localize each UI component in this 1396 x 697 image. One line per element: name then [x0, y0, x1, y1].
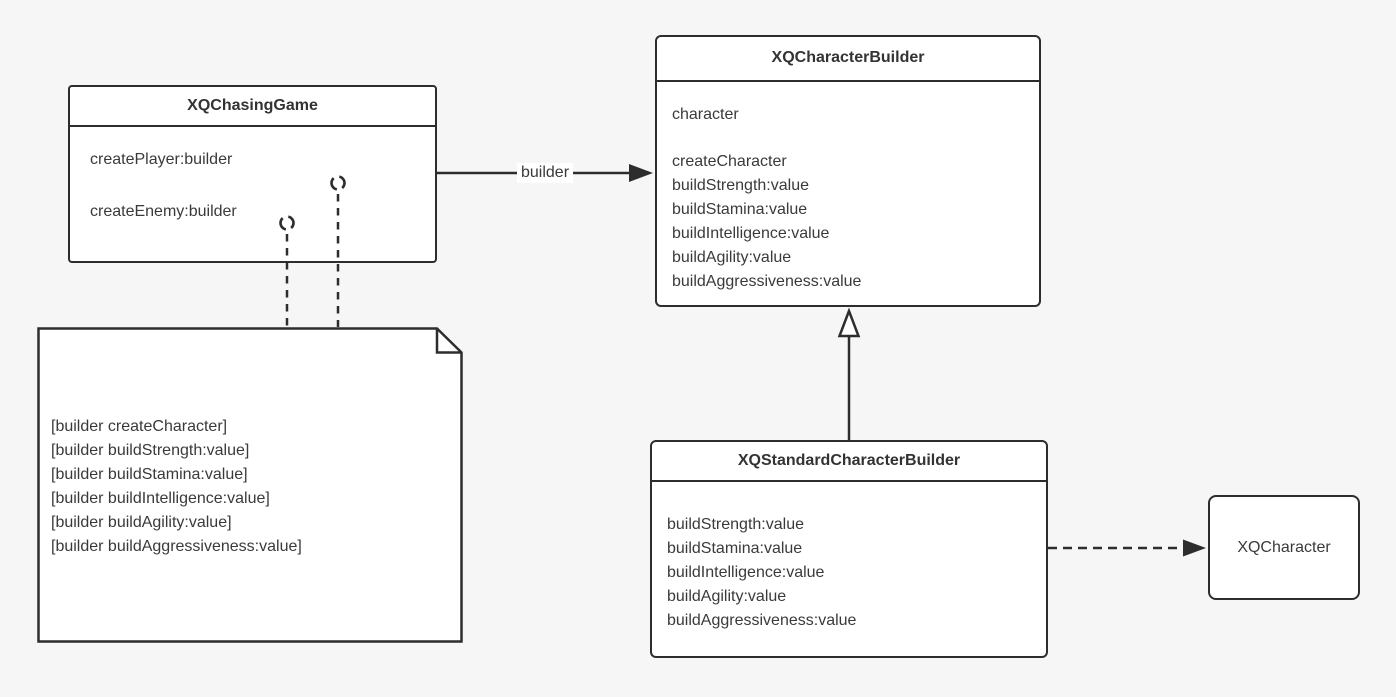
inheritance-arrow: [837, 307, 861, 440]
note-line: [builder buildAgility:value]: [51, 514, 232, 531]
method-item: buildIntelligence:value: [667, 564, 825, 581]
method-item: buildStrength:value: [672, 177, 809, 194]
note-fold-corner-icon: [435, 328, 462, 354]
note-line: [builder buildIntelligence:value]: [51, 490, 270, 507]
filled-arrowhead-icon: [1183, 539, 1206, 557]
method-item: buildStrength:value: [667, 516, 804, 533]
method-createplayer: createPlayer:builder: [90, 151, 233, 168]
note-line: [builder buildStrength:value]: [51, 442, 250, 459]
method-createenemy: createEnemy:builder: [90, 203, 237, 220]
method-item: buildAgility:value: [667, 588, 787, 605]
dependency-arrow: [1048, 539, 1206, 557]
method-list: buildStrength:value buildStamina:value b…: [667, 513, 856, 633]
method-item: buildIntelligence:value: [672, 225, 830, 242]
class-title: XQChasingGame: [70, 87, 435, 127]
association-label: builder: [516, 163, 574, 183]
note-shape: [37, 327, 463, 643]
class-title: XQStandardCharacterBuilder: [652, 442, 1046, 482]
class-title: XQCharacterBuilder: [657, 37, 1039, 82]
method-item: buildAggressiveness:value: [667, 612, 857, 629]
method-item: buildAggressiveness:value: [672, 273, 862, 290]
class-box-xqcharacter[interactable]: XQCharacter: [1208, 495, 1360, 600]
note-line: [builder buildAggressiveness:value]: [51, 538, 302, 555]
filled-arrowhead-icon: [629, 164, 653, 182]
class-box-xqchasinggame[interactable]: XQChasingGame createPlayer:builder creat…: [68, 85, 437, 263]
method-item: buildStamina:value: [667, 540, 803, 557]
circular-arrow-icon: [330, 175, 346, 191]
note-text: [builder createCharacter] [builder build…: [51, 415, 302, 559]
attribute-character: character: [672, 106, 739, 123]
note-line: [builder buildStamina:value]: [51, 466, 248, 483]
circular-arrow-icon: [279, 215, 295, 231]
note-builder-messages[interactable]: [builder createCharacter] [builder build…: [37, 327, 463, 643]
method-item: createCharacter: [672, 153, 787, 170]
class-box-xqcharacterbuilder[interactable]: XQCharacterBuilder character createChara…: [655, 35, 1041, 307]
class-box-xqstandardcharacterbuilder[interactable]: XQStandardCharacterBuilder buildStrength…: [650, 440, 1048, 658]
method-item: buildAgility:value: [672, 249, 792, 266]
method-item: buildStamina:value: [672, 201, 808, 218]
note-line: [builder createCharacter]: [51, 418, 228, 435]
class-title: XQCharacter: [1237, 538, 1331, 556]
method-list: createCharacter buildStrength:value buil…: [672, 150, 861, 294]
hollow-triangle-arrowhead-icon: [837, 307, 861, 338]
